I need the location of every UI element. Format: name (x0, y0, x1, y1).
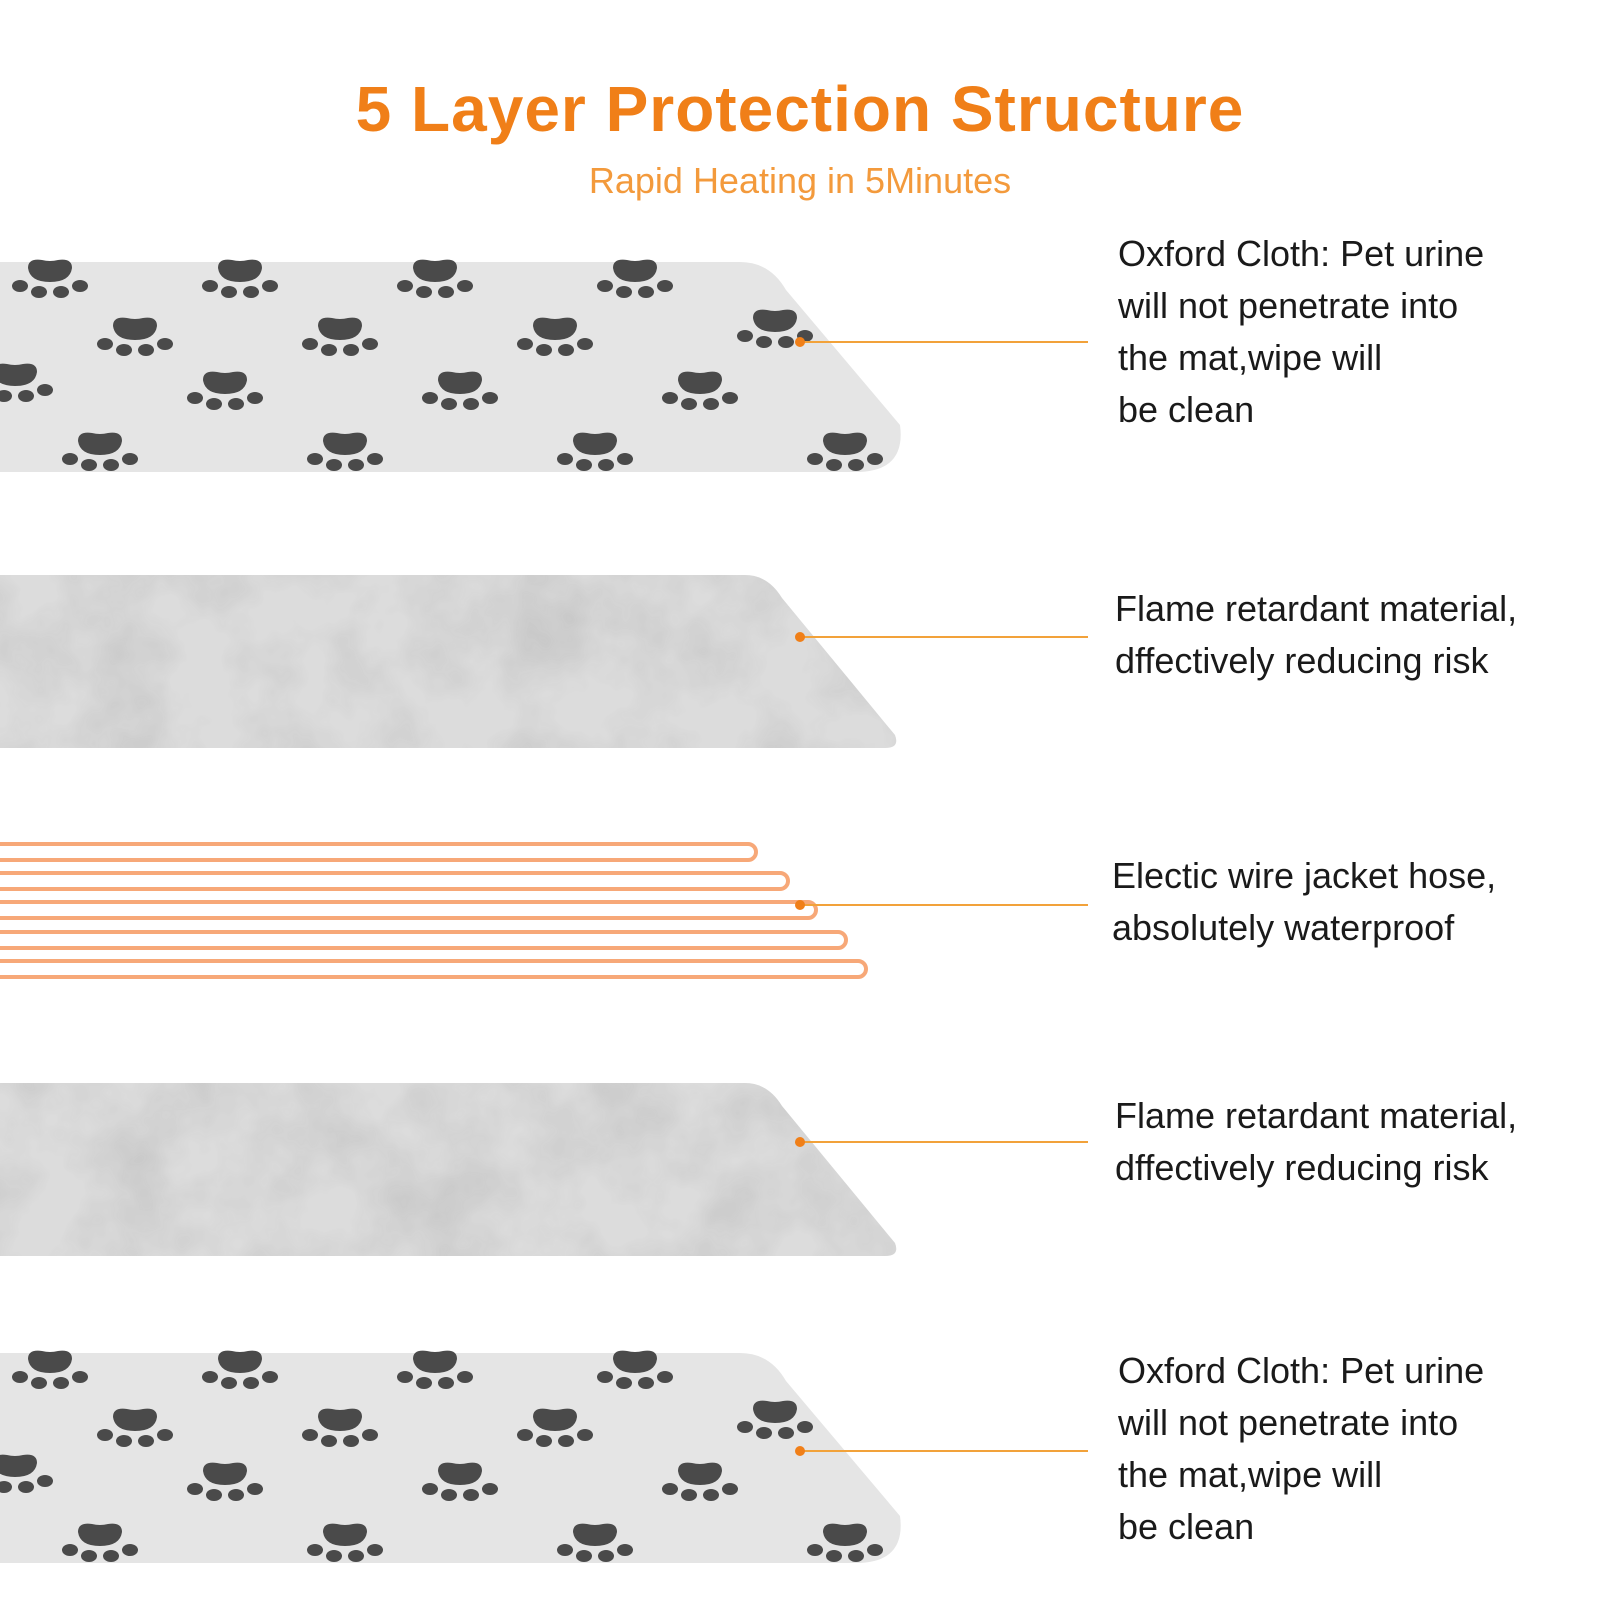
paw-print-icon (12, 259, 88, 298)
paw-print-icon (62, 1523, 138, 1562)
paw-print-icon (397, 259, 473, 298)
paw-print-icon (397, 1350, 473, 1389)
heating-wire (0, 959, 868, 979)
paw-print-icon (202, 1350, 278, 1389)
layer-oxford-cloth-top (0, 259, 901, 472)
leader-dot (795, 1137, 805, 1147)
caption-oxford-cloth-top: Oxford Cloth: Pet urine will not penetra… (1118, 228, 1484, 436)
heating-wire (0, 842, 758, 862)
layer-electric-wire (0, 842, 868, 979)
caption-electric-wire: Electic wire jacket hose, absolutely wat… (1112, 850, 1496, 954)
heating-wire (0, 900, 818, 920)
heating-wire (0, 930, 848, 950)
paw-print-icon (557, 432, 633, 471)
leader-lines (800, 341, 1088, 1452)
paw-print-icon (307, 432, 383, 471)
caption-line: will not penetrate into (1118, 1402, 1459, 1443)
paw-print-icon (597, 259, 673, 298)
layer-oxford-cloth-bottom (0, 1350, 901, 1563)
paw-print-icon (737, 309, 813, 348)
paw-print-icon (662, 1462, 738, 1501)
paw-print-icon (662, 371, 738, 410)
caption-line: absolutely waterproof (1112, 907, 1455, 948)
paw-print-icon (97, 1408, 173, 1447)
paw-print-icon (307, 1523, 383, 1562)
diagram-title: 5 Layer Protection Structure (355, 73, 1245, 145)
caption-line: Electic wire jacket hose, (1112, 855, 1497, 896)
leader-dot (795, 1446, 805, 1456)
paw-print-icon (187, 371, 263, 410)
paw-print-icon (62, 432, 138, 471)
paw-print-icon (807, 432, 883, 471)
paw-pattern (0, 1350, 883, 1562)
leader-dots (795, 337, 805, 1456)
oxford-cloth-layer (0, 262, 901, 472)
caption-oxford-cloth-bottom: Oxford Cloth: Pet urine will not penetra… (1118, 1345, 1484, 1553)
caption-line: Flame retardant material, (1115, 588, 1518, 629)
felt-texture (0, 1083, 897, 1256)
leader-dot (795, 632, 805, 642)
paw-print-icon (422, 371, 498, 410)
caption-line: dffectively reducing risk (1115, 1147, 1489, 1188)
paw-print-icon (422, 1462, 498, 1501)
paw-print-icon (302, 1408, 378, 1447)
felt-texture (0, 575, 897, 748)
paw-print-icon (97, 317, 173, 356)
paw-print-icon (557, 1523, 633, 1562)
caption-flame-retardant-top: Flame retardant material, dffectively re… (1115, 583, 1517, 687)
caption-line: be clean (1118, 1506, 1255, 1547)
paw-print-icon (517, 1408, 593, 1447)
caption-line: dffectively reducing risk (1115, 640, 1489, 681)
paw-print-icon (187, 1462, 263, 1501)
layer-flame-retardant-bottom (0, 1083, 897, 1256)
caption-line: Oxford Cloth: Pet urine (1118, 233, 1485, 274)
caption-flame-retardant-bottom: Flame retardant material, dffectively re… (1115, 1090, 1517, 1194)
leader-dot (795, 337, 805, 347)
caption-line: Flame retardant material, (1115, 1095, 1518, 1136)
paw-print-icon (0, 363, 53, 402)
paw-print-icon (0, 1454, 53, 1493)
oxford-cloth-layer (0, 1353, 901, 1563)
paw-print-icon (12, 1350, 88, 1389)
paw-print-icon (807, 1523, 883, 1562)
caption-line: Oxford Cloth: Pet urine (1118, 1350, 1485, 1391)
paw-pattern (0, 259, 883, 471)
paw-print-icon (517, 317, 593, 356)
layer-flame-retardant-top (0, 575, 897, 748)
diagram-subtitle: Rapid Heating in 5Minutes (588, 160, 1012, 201)
caption-line: will not penetrate into (1118, 285, 1459, 326)
paw-print-icon (597, 1350, 673, 1389)
paw-print-icon (302, 317, 378, 356)
leader-dot (795, 900, 805, 910)
caption-line: be clean (1118, 389, 1255, 430)
paw-print-icon (202, 259, 278, 298)
paw-print-icon (737, 1400, 813, 1439)
caption-line: the mat,wipe will (1118, 1454, 1383, 1495)
heating-wire (0, 871, 790, 891)
caption-line: the mat,wipe will (1118, 337, 1383, 378)
